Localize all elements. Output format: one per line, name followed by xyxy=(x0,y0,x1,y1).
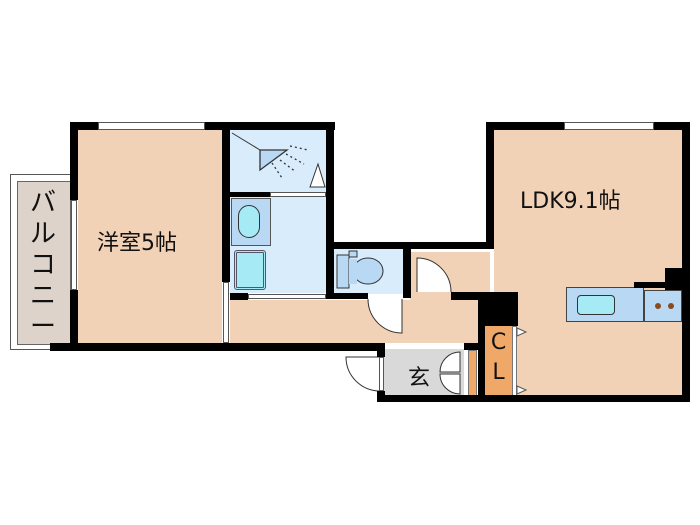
western-room-door xyxy=(223,282,229,343)
ldk-window xyxy=(564,122,654,130)
western-room-label: 洋室5帖 xyxy=(97,231,177,256)
wall xyxy=(50,343,385,351)
wall xyxy=(326,293,368,299)
kitchen-sink-icon xyxy=(577,295,615,315)
shower-icon xyxy=(231,132,326,188)
wall xyxy=(70,290,78,350)
shower-room xyxy=(230,130,326,192)
wall xyxy=(377,395,690,402)
shower-door xyxy=(270,192,326,197)
ldk-label: LDK9.1帖 xyxy=(520,189,621,214)
hallway xyxy=(230,300,480,343)
western-room-window xyxy=(98,122,205,130)
balcony-window xyxy=(71,200,77,290)
closet-door-hinge-icon xyxy=(516,327,528,395)
wall xyxy=(478,300,485,400)
wall xyxy=(654,122,690,130)
wall xyxy=(634,282,674,288)
washbasin-icon xyxy=(238,205,260,238)
closet xyxy=(485,326,512,396)
wall xyxy=(486,122,494,249)
wall xyxy=(451,292,481,300)
wall xyxy=(70,122,98,130)
balcony xyxy=(17,181,71,345)
toilet-icon xyxy=(336,250,384,289)
wall xyxy=(486,122,564,130)
balcony-label: バ ル コ ニ ー xyxy=(29,188,56,342)
ldk xyxy=(494,130,682,395)
wall xyxy=(464,343,485,350)
wall xyxy=(377,343,385,357)
wall xyxy=(222,122,230,282)
wall xyxy=(230,293,248,300)
wall xyxy=(326,122,334,298)
wall xyxy=(205,122,335,130)
bath-sliding-door xyxy=(248,294,326,299)
stove-burner-icon xyxy=(668,303,674,309)
entrance-label: 玄 xyxy=(408,366,431,391)
wall xyxy=(682,122,690,402)
stove-burner-icon xyxy=(655,303,661,309)
western-room xyxy=(78,130,222,343)
front-door xyxy=(379,357,384,391)
wall xyxy=(70,122,78,200)
bathtub-icon xyxy=(234,250,266,290)
closet-label: C L xyxy=(490,330,507,385)
wall xyxy=(230,192,270,197)
wall xyxy=(403,242,411,298)
stove xyxy=(644,290,682,322)
